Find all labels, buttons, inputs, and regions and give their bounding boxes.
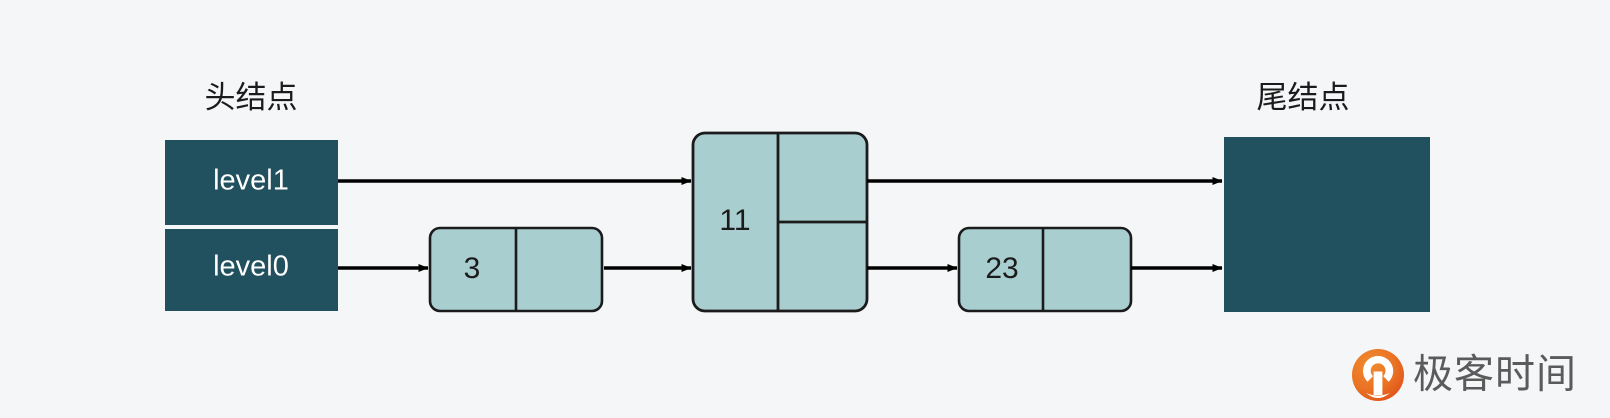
head-node-level1-label: level1	[213, 165, 289, 197]
head-node[interactable]: level1 level0	[165, 140, 338, 311]
head-node-level1-cell[interactable]	[165, 140, 338, 225]
head-caption: 头结点	[205, 80, 298, 115]
geektime-logo-icon	[1352, 349, 1404, 401]
node-3[interactable]: 3	[428, 226, 604, 313]
tail-node-box[interactable]	[1224, 137, 1430, 312]
node-23[interactable]: 23	[957, 226, 1133, 313]
node-23-value: 23	[985, 252, 1018, 285]
head-node-level0-cell[interactable]	[165, 229, 338, 311]
head-node-level0-label: level0	[213, 251, 289, 283]
tail-node[interactable]	[1224, 137, 1430, 312]
node-3-value: 3	[464, 252, 481, 285]
node-11-value: 11	[719, 204, 750, 237]
watermark: 极客时间	[1352, 349, 1577, 401]
watermark-text: 极客时间	[1413, 353, 1577, 397]
tail-caption: 尾结点	[1257, 80, 1350, 115]
node-11[interactable]: 11	[691, 131, 869, 313]
